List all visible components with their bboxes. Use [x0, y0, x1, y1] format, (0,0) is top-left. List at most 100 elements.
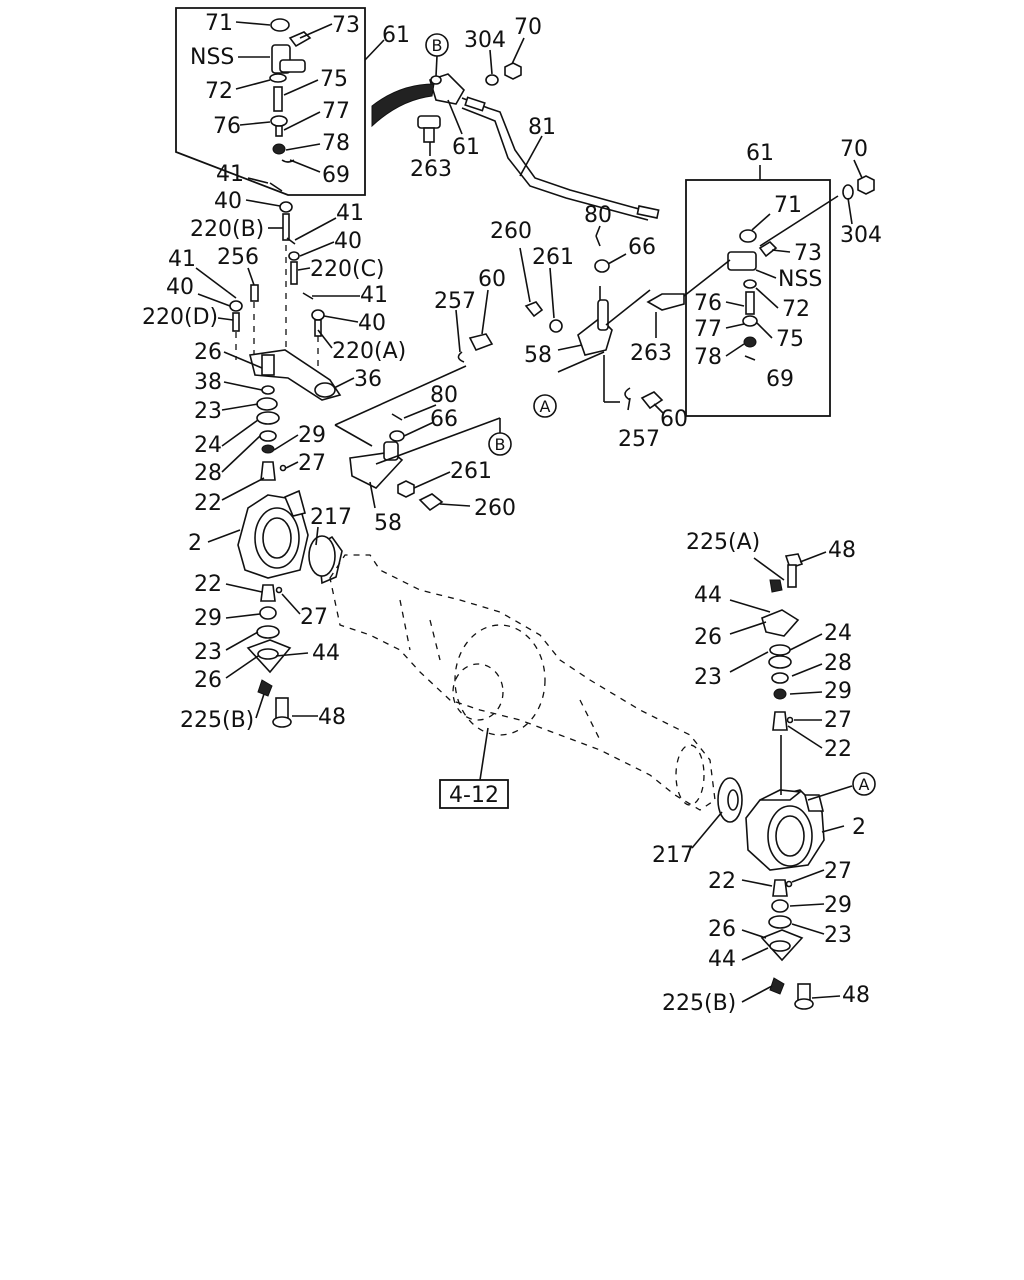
label-27: 27	[824, 708, 852, 733]
svg-text:B: B	[495, 435, 506, 454]
label-22: 22	[194, 491, 222, 516]
label-2: 2	[852, 815, 866, 840]
label-nss: NSS	[778, 267, 822, 292]
label-23: 23	[824, 923, 852, 948]
label-80: 80	[430, 383, 458, 408]
label-72: 72	[782, 297, 810, 322]
reference-box	[439, 779, 509, 809]
label-225a: 225(A)	[686, 530, 760, 555]
right-upper-pin-stack	[761, 553, 804, 795]
svg-text:A: A	[540, 397, 551, 416]
label-23: 23	[194, 640, 222, 665]
label-nss: NSS	[190, 45, 234, 70]
right-inset-parts	[646, 175, 875, 361]
label-71: 71	[205, 11, 233, 36]
label-78: 78	[694, 345, 722, 370]
label-217: 217	[310, 505, 352, 530]
label-69: 69	[766, 367, 794, 392]
label-2: 2	[188, 531, 202, 556]
label-220b: 220(B)	[190, 217, 264, 242]
right-lower-pin-stack	[760, 879, 814, 1010]
label-60: 60	[478, 267, 506, 292]
inset-box-right	[685, 179, 831, 417]
label-44: 44	[312, 641, 340, 666]
left-lower-pin-stack	[246, 584, 292, 728]
label-225b: 225(B)	[662, 991, 736, 1016]
inset-box-left	[175, 7, 366, 196]
label-23: 23	[694, 665, 722, 690]
label-77: 77	[322, 99, 350, 124]
left-steering-arm	[334, 365, 501, 512]
label-69: 69	[322, 163, 350, 188]
right-seal-217	[717, 777, 743, 823]
label-72: 72	[205, 79, 233, 104]
label-29: 29	[824, 893, 852, 918]
label-70: 70	[514, 15, 542, 40]
label-61: 61	[746, 141, 774, 166]
label-73: 73	[794, 241, 822, 266]
label-26: 26	[194, 668, 222, 693]
label-76: 76	[694, 291, 722, 316]
label-220a: 220(A)	[332, 339, 406, 364]
marker-a-right: A	[852, 772, 876, 796]
axle-housing	[329, 554, 716, 811]
right-knuckle	[745, 789, 825, 871]
label-28: 28	[824, 651, 852, 676]
label-40: 40	[358, 311, 386, 336]
leader-lines	[195, 21, 863, 1003]
label-66: 66	[628, 235, 656, 260]
label-48: 48	[828, 538, 856, 563]
label-26: 26	[708, 917, 736, 942]
label-260: 260	[490, 219, 532, 244]
label-78: 78	[322, 131, 350, 156]
label-26: 26	[194, 340, 222, 365]
label-225b: 225(B)	[180, 708, 254, 733]
label-27: 27	[300, 605, 328, 630]
label-304: 304	[464, 28, 506, 53]
label-44: 44	[708, 947, 736, 972]
label-29: 29	[194, 606, 222, 631]
label-220c: 220(C)	[310, 257, 385, 282]
label-304: 304	[840, 223, 882, 248]
label-41: 41	[168, 247, 196, 272]
label-60: 60	[660, 407, 688, 432]
drag-link	[371, 62, 660, 221]
label-81: 81	[528, 115, 556, 140]
label-220d: 220(D)	[142, 305, 218, 330]
left-inset-parts	[269, 18, 312, 163]
label-80: 80	[584, 203, 612, 228]
label-29: 29	[824, 679, 852, 704]
label-28: 28	[194, 461, 222, 486]
label-24: 24	[194, 433, 222, 458]
label-76: 76	[213, 114, 241, 139]
svg-text:B: B	[432, 36, 443, 55]
reference-label: 4-12	[449, 783, 499, 808]
label-24: 24	[824, 621, 852, 646]
marker-a-mid: A	[533, 394, 557, 418]
label-26: 26	[694, 625, 722, 650]
right-steering-arm	[457, 235, 664, 410]
marker-b-mid: B	[488, 432, 512, 456]
label-36: 36	[354, 367, 382, 392]
label-48: 48	[842, 983, 870, 1008]
marker-b-top: B	[425, 33, 449, 57]
label-41: 41	[216, 162, 244, 187]
label-77: 77	[694, 317, 722, 342]
label-58: 58	[524, 343, 552, 368]
label-40: 40	[166, 275, 194, 300]
label-27: 27	[824, 859, 852, 884]
label-40: 40	[214, 189, 242, 214]
label-71: 71	[774, 193, 802, 218]
label-261: 261	[450, 459, 492, 484]
label-22: 22	[824, 737, 852, 762]
label-70: 70	[840, 137, 868, 162]
label-61: 61	[382, 23, 410, 48]
label-75: 75	[320, 67, 348, 92]
label-66: 66	[430, 407, 458, 432]
label-22: 22	[708, 869, 736, 894]
label-217: 217	[652, 843, 694, 868]
label-260: 260	[474, 496, 516, 521]
left-seal-217	[308, 535, 336, 577]
label-257: 257	[434, 289, 476, 314]
